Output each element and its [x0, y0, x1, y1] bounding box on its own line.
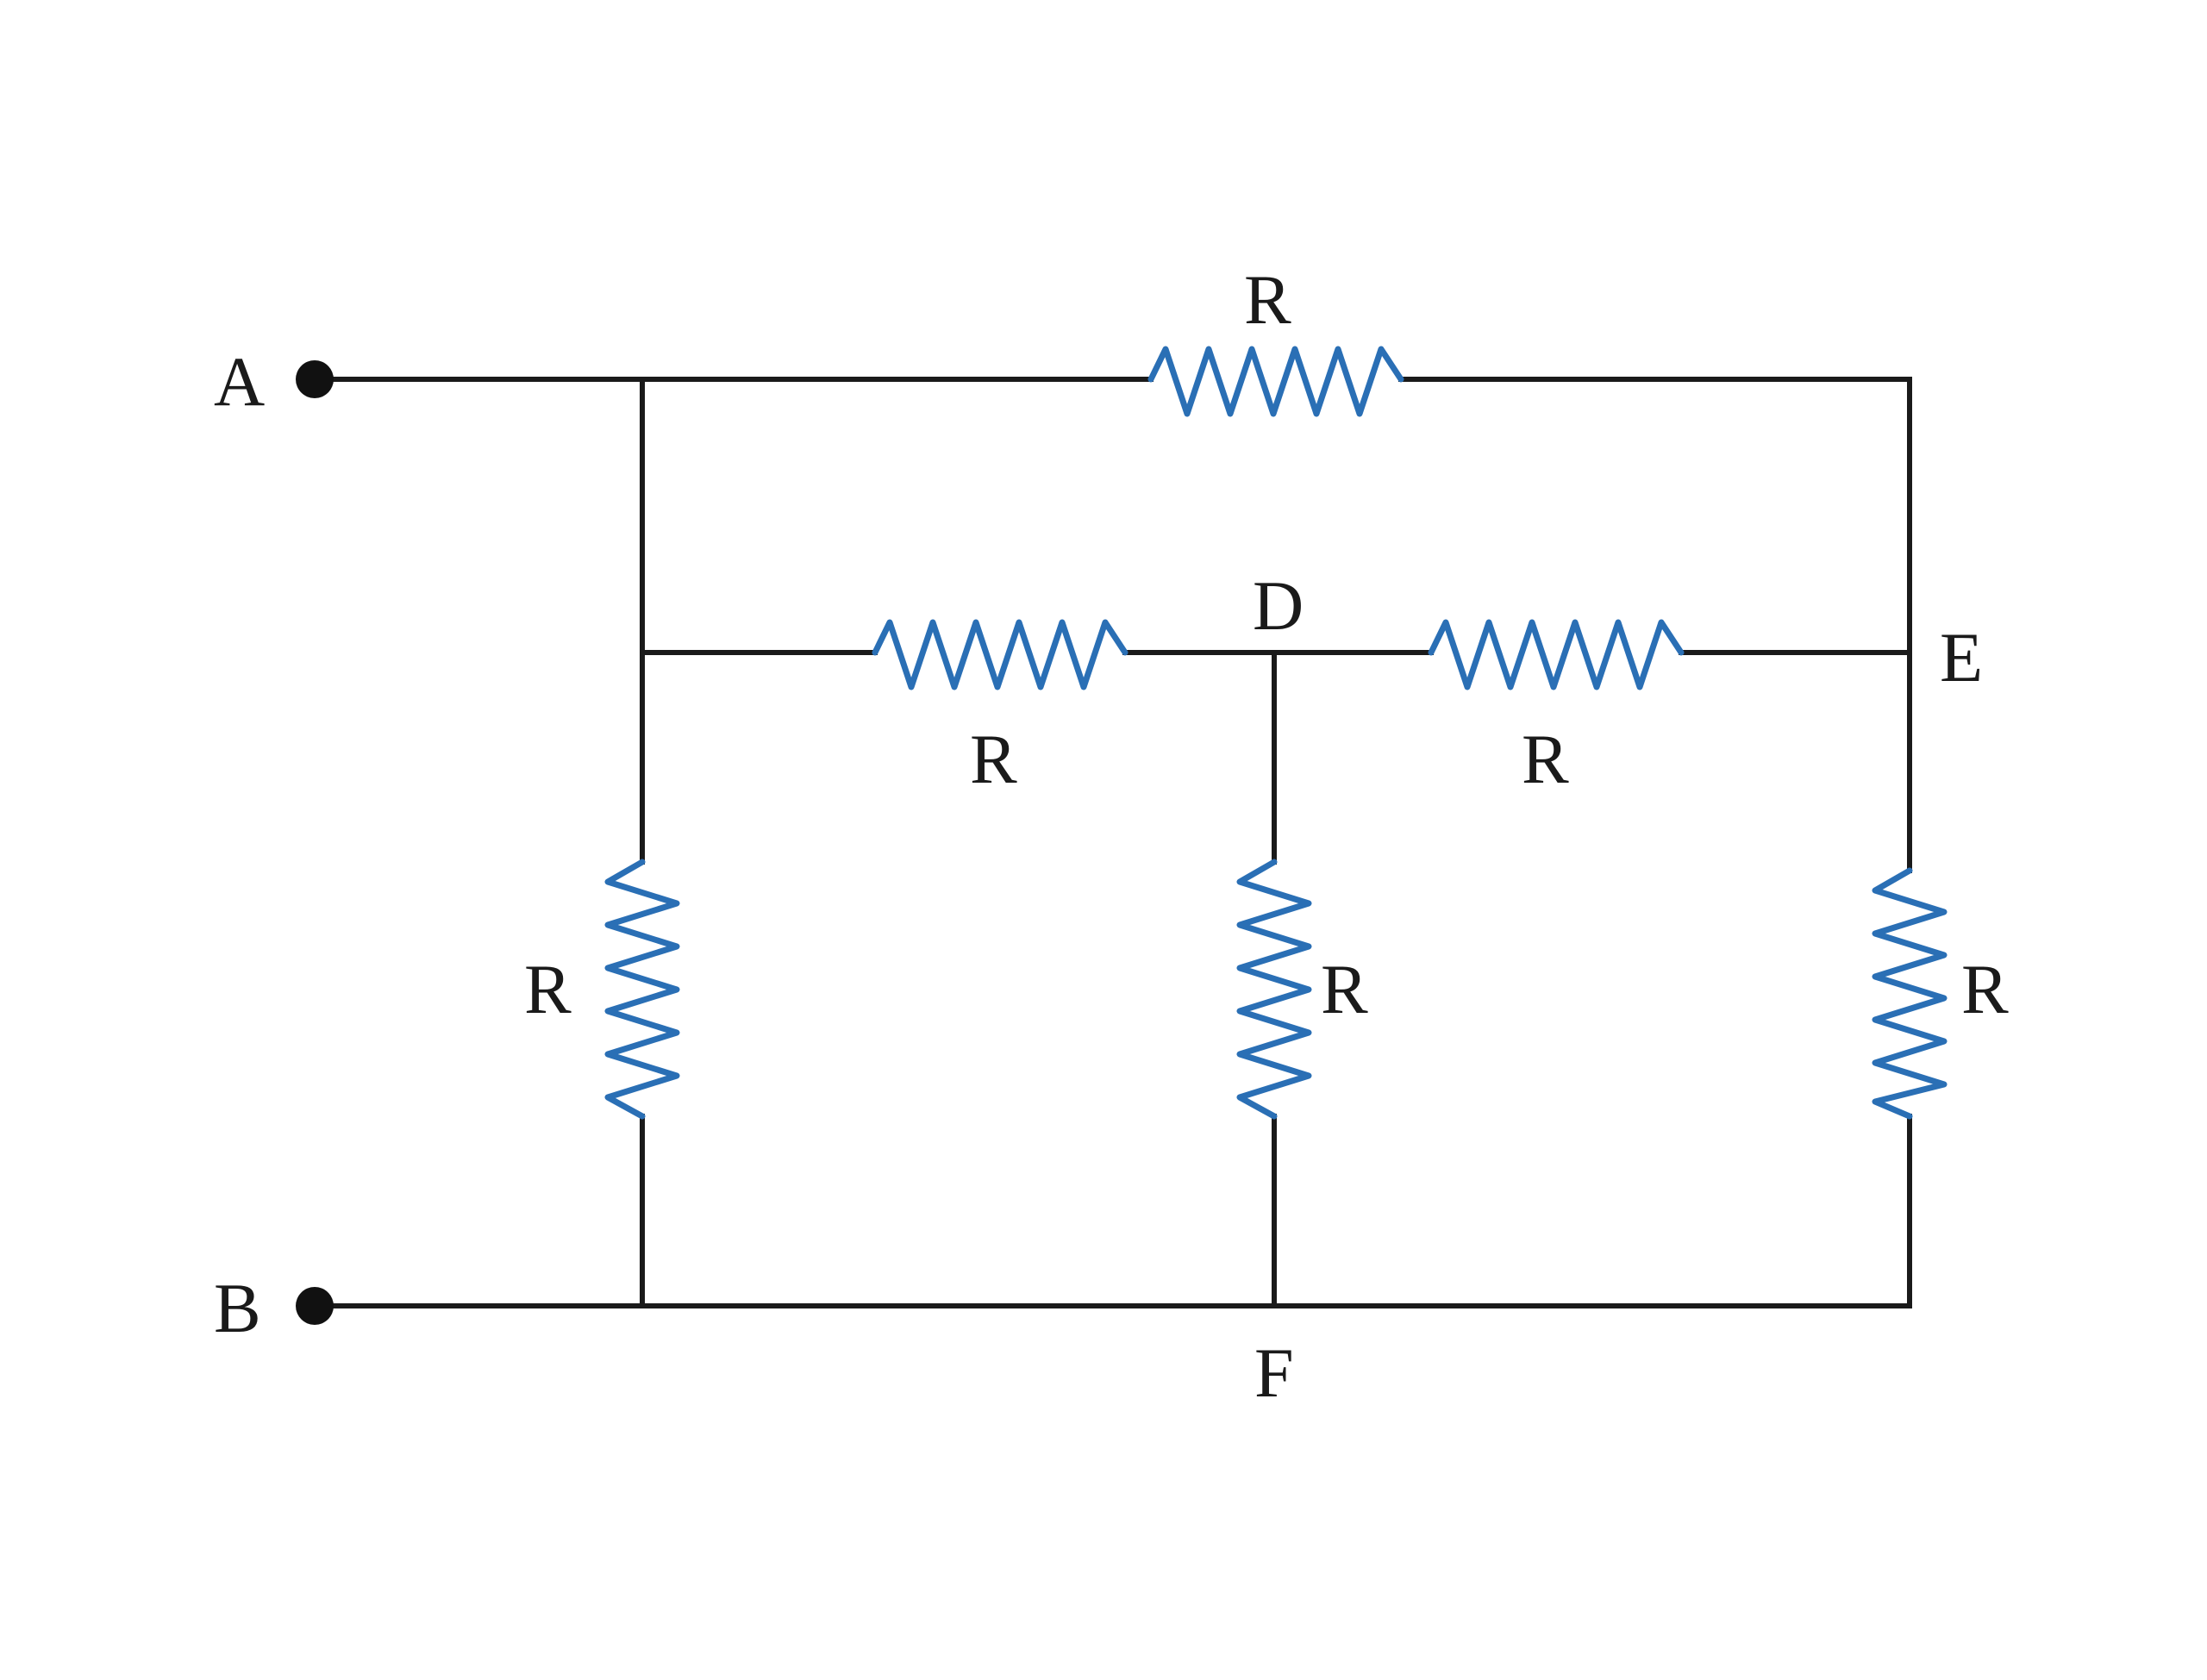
node-label-b: B	[214, 1269, 261, 1347]
node-label-e: E	[1940, 618, 1983, 696]
resistor-label-left-vertical: R	[524, 950, 572, 1028]
resistor-label-left-horizontal: R	[970, 720, 1017, 798]
wire-top-right	[1398, 377, 1912, 873]
resistor-label-right-horizontal: R	[1522, 720, 1569, 798]
resistor-middle-vertical	[1236, 859, 1312, 1120]
terminal-b	[296, 1287, 334, 1325]
node-label-a: A	[214, 342, 265, 421]
resistors	[604, 346, 1948, 1120]
node-label-f: F	[1254, 1333, 1294, 1412]
resistor-label-top: R	[1244, 260, 1291, 339]
resistor-left-horizontal	[872, 619, 1129, 690]
resistor-label-middle-vertical: R	[1321, 950, 1368, 1028]
wires	[312, 377, 1912, 1308]
terminal-a	[296, 360, 334, 398]
resistor-label-right-vertical: R	[1961, 950, 2009, 1028]
resistor-left-vertical	[604, 859, 680, 1120]
resistor-right-horizontal	[1428, 619, 1685, 690]
resistor-right-vertical	[1872, 867, 1948, 1120]
resistor-top	[1147, 346, 1404, 417]
node-label-d: D	[1253, 566, 1304, 645]
